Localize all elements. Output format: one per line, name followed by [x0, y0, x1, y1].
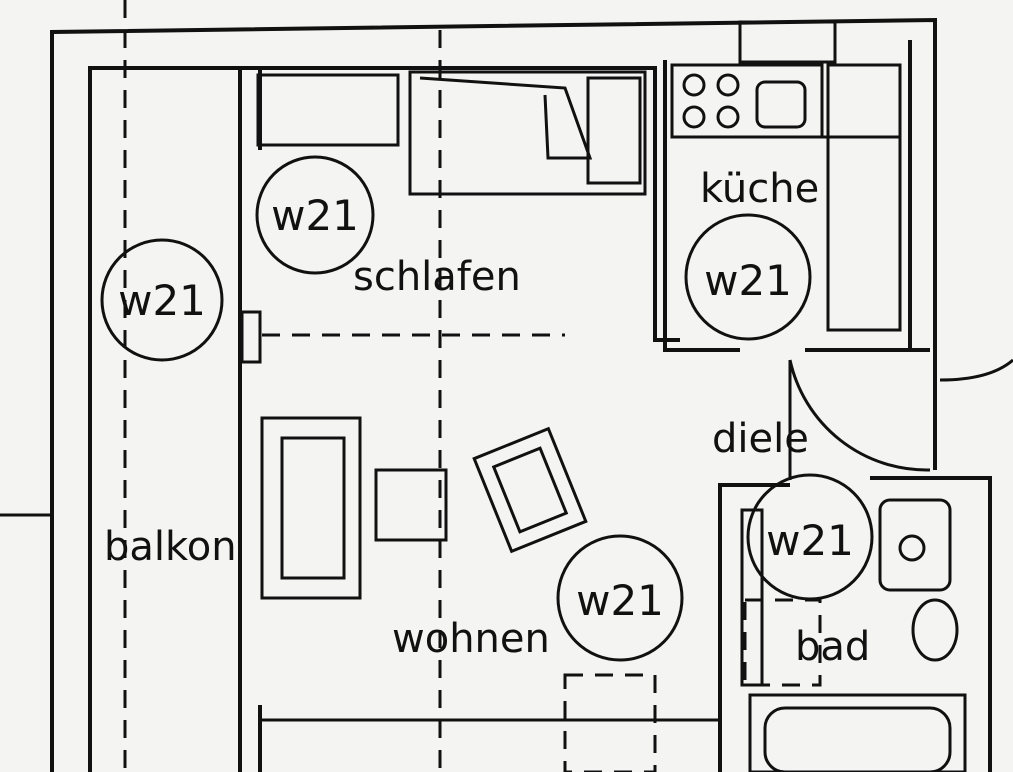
coffee-table: [374, 468, 448, 542]
tag-balkon: w21: [118, 276, 206, 325]
bed: [408, 70, 647, 196]
door-swing: [788, 359, 931, 472]
sofa: [260, 416, 362, 600]
label-kueche: küche: [700, 166, 819, 212]
tag-bad: w21: [766, 516, 854, 565]
walls: [0, 17, 1013, 772]
label-schlafen: schlafen: [353, 254, 521, 300]
armchair: [472, 426, 588, 554]
room-labels: schlafen küche diele balkon wohnen bad: [104, 166, 870, 670]
bathtub: [748, 693, 967, 772]
label-wohnen: wohnen: [392, 616, 550, 662]
dashed-lines: [123, 0, 657, 772]
label-diele: diele: [712, 416, 809, 462]
tag-schlafen: w21: [271, 191, 359, 240]
tag-wohnen: w21: [576, 576, 664, 625]
sink: [755, 80, 807, 129]
w21-tags: w21 w21 w21 w21 w21: [100, 155, 874, 662]
furniture: [256, 63, 967, 772]
label-balkon: balkon: [104, 524, 237, 570]
toilet: [878, 498, 952, 592]
label-bad: bad: [795, 624, 870, 670]
washbasin: [911, 598, 959, 662]
tag-kueche: w21: [704, 256, 792, 305]
wardrobe: [256, 73, 400, 147]
